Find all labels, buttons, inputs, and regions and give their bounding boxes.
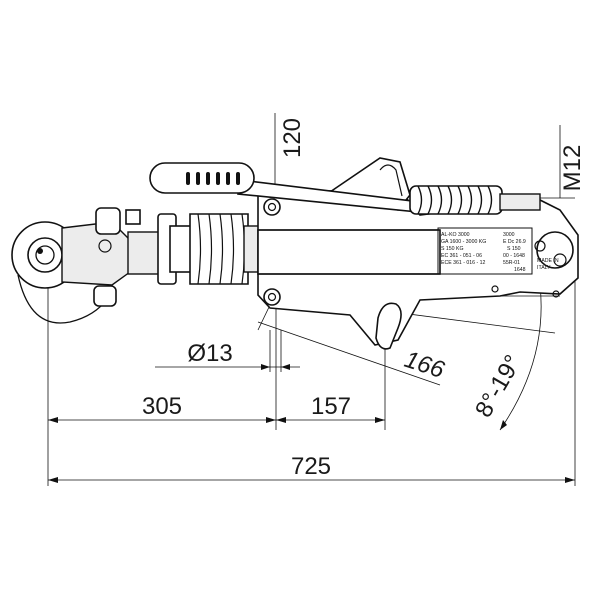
dim-angle-label: 8°-19° (470, 350, 527, 422)
plate-line1-right: 3000 (503, 232, 515, 238)
plate-line1-left: AL-KO 3000 (441, 232, 470, 238)
plate-line4-right: 00 - 1648 (503, 253, 525, 259)
plate-made-in-2: ITALY (537, 265, 551, 271)
dim-bolt-dia-label: Ø13 (187, 340, 232, 367)
dim-120-label: 120 (279, 118, 306, 158)
dim-166-label: 166 (401, 346, 448, 384)
dim-305-label: 305 (142, 393, 182, 420)
plate-line5-left: ECE 361 - 016 - 12 (441, 260, 486, 266)
dim-157-label: 157 (311, 393, 351, 420)
coupling-head (11, 207, 197, 324)
housing (257, 157, 579, 350)
plate-line2-left: GA 1600 - 3000 KG (441, 239, 486, 245)
plate-line2-right: E Dc 26.9 (503, 239, 526, 245)
spring (409, 185, 541, 215)
plate-line6-right: 1648 (514, 267, 526, 273)
plate-line3-left: S 150 KG (441, 246, 464, 252)
dim-m12-label: M12 (559, 145, 586, 192)
plate-made-in-1: MADE IN (537, 258, 559, 264)
bellows (189, 213, 263, 285)
plate-line3-right: S 150 (507, 246, 521, 252)
plate-line4-left: EC 361 - 051 - 06 (441, 253, 482, 259)
plate-line5-right: 55R-01 (503, 260, 520, 266)
handbrake-lever (149, 162, 421, 213)
dim-725-label: 725 (291, 453, 331, 480)
nameplate: AL-KO 3000 3000 GA 1600 - 3000 KG E Dc 2… (437, 227, 559, 275)
